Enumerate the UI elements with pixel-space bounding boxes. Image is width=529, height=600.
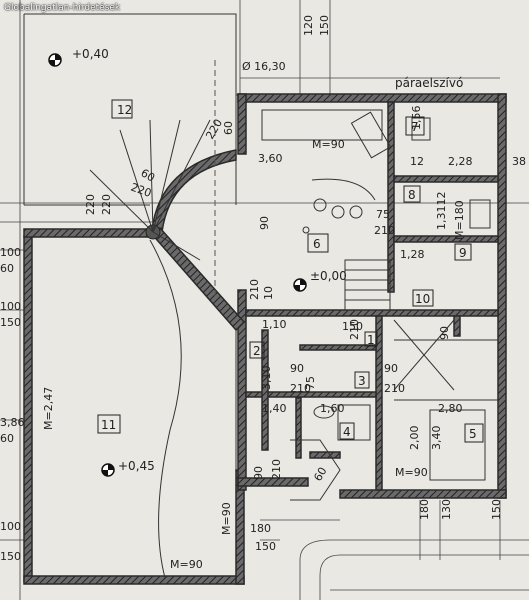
- room-number-8: 8: [403, 185, 421, 203]
- dimension-label: 10: [262, 286, 275, 300]
- room-number-11: 11: [97, 414, 121, 434]
- dimension-label: 180: [418, 499, 431, 520]
- dimension-label: 2,80: [438, 402, 463, 415]
- level-terrace-top: +0,40: [72, 47, 109, 61]
- dimension-label: 75: [304, 376, 317, 390]
- dimension-label: 60: [222, 121, 235, 135]
- dimension-label: 2,00: [408, 426, 421, 451]
- plan-label: 9: [459, 246, 467, 260]
- room-number-3: 3: [354, 371, 370, 389]
- room-number-1: 1: [364, 331, 378, 347]
- label-m90-bath: M=90: [395, 466, 428, 479]
- dimension-label: 1,56: [410, 106, 423, 131]
- plan-label: 10: [415, 292, 430, 306]
- dimension-label: 1,28: [400, 248, 425, 261]
- dimension-label: 220: [84, 194, 97, 215]
- level-marker-bottom: [101, 463, 115, 477]
- dimension-label: 150: [318, 15, 331, 36]
- building-walls: [237, 93, 507, 499]
- label-m90-bottom: M=90: [170, 558, 203, 571]
- label-m247: M=2,47: [42, 387, 55, 430]
- label-kitchen-m: M=90: [312, 138, 345, 151]
- dimension-label: 3,60: [258, 152, 283, 165]
- dimension-label: 180: [250, 522, 271, 535]
- dimension-label: 210: [374, 224, 395, 237]
- plan-label: 2: [253, 344, 261, 358]
- dimension-label: 60: [0, 432, 14, 445]
- label-paraelszivo: páraelszívó: [395, 76, 463, 90]
- watermark-text: Globalingatlan-hirdetések: [4, 3, 121, 13]
- level-main: ±0,00: [310, 269, 347, 283]
- room-number-2: 2: [249, 341, 265, 359]
- level-marker-top: [48, 53, 62, 67]
- label-stairs-note: Ø 16,30: [242, 60, 286, 73]
- plan-label: 7: [411, 120, 419, 134]
- dimension-label: 90: [438, 326, 451, 340]
- dimension-label: 210: [270, 459, 283, 480]
- text-labels: +0,40 ±0,00 +0,45 páraelszívó Ø 16,30 M=…: [0, 15, 526, 571]
- plan-label: 11: [101, 418, 116, 432]
- room-number-6: 6: [307, 233, 329, 253]
- dimension-label: 150: [0, 550, 21, 563]
- level-markers: [48, 53, 307, 477]
- plan-label: 8: [408, 188, 416, 202]
- dimension-label: 90: [258, 216, 271, 230]
- dimension-label: 90: [290, 362, 304, 375]
- dimension-label: 210: [248, 279, 261, 300]
- plan-label: 6: [313, 237, 321, 251]
- dimension-label: 1,40: [262, 402, 287, 415]
- dimension-label: 150: [490, 499, 503, 520]
- level-terrace-bottom: +0,45: [118, 459, 155, 473]
- dimension-label: 100: [0, 520, 21, 533]
- dimension-label: 150: [342, 320, 363, 333]
- dimension-label: 150: [0, 316, 21, 329]
- dimension-label: 100: [0, 246, 21, 259]
- plan-label: 3: [358, 374, 366, 388]
- dimension-label: 220: [100, 194, 113, 215]
- plan-label: 1: [367, 333, 375, 347]
- dimension-label: 100: [0, 300, 21, 313]
- dimension-label: 3,10: [260, 366, 273, 391]
- dimension-label: 90: [384, 362, 398, 375]
- room-number-10: 10: [412, 289, 434, 307]
- room-number-7: 7: [405, 116, 425, 136]
- dimension-label: 60: [139, 166, 158, 184]
- label-m180: M=180: [453, 200, 466, 240]
- dimension-label: 90: [252, 466, 265, 480]
- room-number-4: 4: [339, 422, 355, 440]
- dimension-label: 1,3112: [435, 192, 448, 231]
- dimension-label: 210: [384, 382, 405, 395]
- dimension-label: 38: [512, 155, 526, 168]
- dimension-label: 210: [290, 382, 311, 395]
- dimension-label: 60: [311, 465, 329, 484]
- spiral-stair: [89, 60, 246, 332]
- dimension-label: 3,86: [0, 416, 25, 429]
- plan-label: 12: [117, 103, 132, 117]
- plan-label: 5: [469, 427, 477, 441]
- dimension-label: 60: [0, 262, 14, 275]
- fixtures: [261, 109, 491, 501]
- dimension-label: 120: [302, 15, 315, 36]
- dimension-label: 2,28: [448, 155, 473, 168]
- dimension-label: 3,40: [430, 426, 443, 451]
- dimension-label: 75: [376, 208, 390, 221]
- terrace-frame: [23, 228, 245, 585]
- level-marker-main: [293, 278, 307, 292]
- dimension-label: 130: [440, 499, 453, 520]
- dimension-label: 1,60: [320, 402, 345, 415]
- room-number-12: 12: [111, 99, 133, 119]
- dimension-label: 1,10: [262, 318, 287, 331]
- label-m90-left: M=90: [220, 502, 233, 535]
- room-number-9: 9: [454, 243, 472, 261]
- dimension-label: 210: [348, 319, 361, 340]
- dimension-label: 12: [410, 155, 424, 168]
- dimension-label: 150: [255, 540, 276, 553]
- room-outlines: [23, 13, 250, 206]
- room-number-5: 5: [464, 423, 484, 443]
- plan-label: 4: [343, 425, 351, 439]
